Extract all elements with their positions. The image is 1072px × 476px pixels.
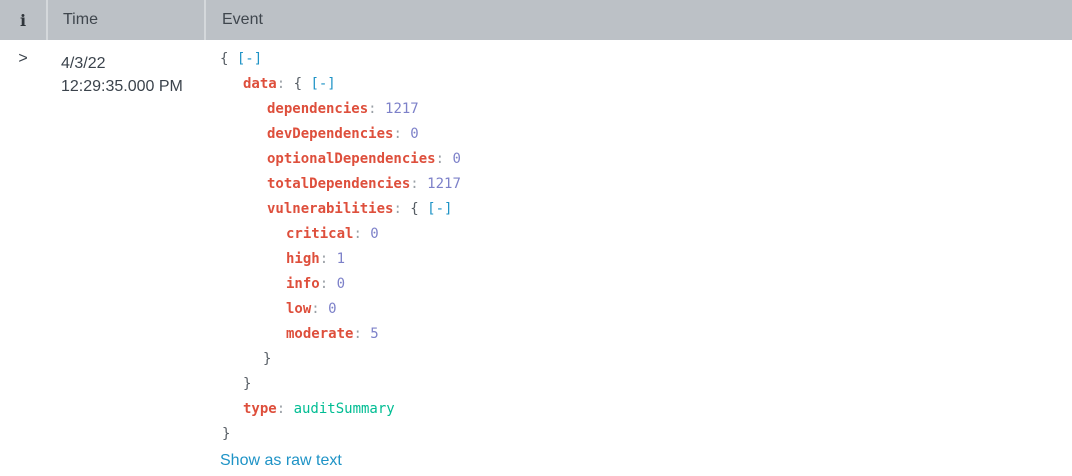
event-row: > 4/3/22 12:29:35.000 PM { [-]data: { [-…	[0, 40, 1072, 470]
json-punct: :	[353, 326, 371, 342]
json-value[interactable]: 0	[452, 151, 461, 167]
json-punct: }	[263, 351, 272, 367]
json-key: critical	[286, 226, 354, 242]
json-value[interactable]: 0	[370, 226, 379, 242]
json-key: moderate	[286, 326, 354, 342]
event-timestamp: 12:29:35.000 PM	[61, 78, 183, 95]
json-value[interactable]: 5	[370, 326, 379, 342]
json-punct: {	[220, 51, 237, 67]
json-line: info: 0	[220, 272, 1072, 297]
event-time-cell: 4/3/22 12:29:35.000 PM	[46, 40, 204, 98]
json-value[interactable]: 0	[410, 126, 419, 142]
json-line: dependencies: 1217	[220, 97, 1072, 122]
json-key: devDependencies	[267, 126, 394, 142]
json-key: info	[286, 276, 320, 292]
json-punct: :	[319, 276, 337, 292]
json-punct: }	[243, 376, 252, 392]
expand-chevron-icon[interactable]: >	[18, 50, 28, 67]
event-date: 4/3/22	[61, 55, 106, 72]
collapse-toggle[interactable]: [-]	[427, 201, 453, 217]
json-key: low	[286, 301, 312, 317]
json-line: optionalDependencies: 0	[220, 147, 1072, 172]
json-line: vulnerabilities: { [-]	[220, 197, 1072, 222]
json-line: low: 0	[220, 297, 1072, 322]
json-value[interactable]: 1217	[385, 101, 419, 117]
json-line: devDependencies: 0	[220, 122, 1072, 147]
json-punct: :	[276, 76, 294, 92]
table-body: > 4/3/22 12:29:35.000 PM { [-]data: { [-…	[0, 40, 1072, 470]
column-header-time: Time	[46, 0, 204, 40]
show-raw-text-link[interactable]: Show as raw text	[220, 452, 342, 469]
json-punct: :	[311, 301, 329, 317]
json-value[interactable]: 0	[328, 301, 337, 317]
json-line: totalDependencies: 1217	[220, 172, 1072, 197]
json-key: dependencies	[267, 101, 369, 117]
json-line: moderate: 5	[220, 322, 1072, 347]
column-header-info-icon: i	[19, 10, 27, 30]
json-value[interactable]: 1217	[427, 176, 461, 192]
json-value[interactable]: auditSummary	[293, 401, 395, 417]
json-punct: :	[353, 226, 371, 242]
json-punct: {	[410, 201, 428, 217]
column-header-event: Event	[204, 0, 1072, 40]
json-line: data: { [-]	[220, 72, 1072, 97]
table-header: i Time Event	[0, 0, 1072, 40]
json-line: }	[220, 372, 1072, 397]
json-key: totalDependencies	[267, 176, 411, 192]
json-punct: :	[319, 251, 337, 267]
json-line: type: auditSummary	[220, 397, 1072, 422]
json-punct: :	[393, 126, 411, 142]
json-line: critical: 0	[220, 222, 1072, 247]
json-punct: :	[368, 101, 386, 117]
json-punct: :	[276, 401, 294, 417]
json-key: type	[243, 401, 277, 417]
json-line: high: 1	[220, 247, 1072, 272]
json-punct: {	[293, 76, 311, 92]
json-punct: :	[435, 151, 453, 167]
json-line: }	[220, 347, 1072, 372]
json-punct: }	[222, 426, 231, 442]
json-key: optionalDependencies	[267, 151, 436, 167]
json-value[interactable]: 1	[336, 251, 346, 267]
json-key: data	[243, 76, 277, 92]
json-line: }	[220, 422, 1072, 447]
json-punct: :	[393, 201, 411, 217]
json-line: { [-]	[220, 47, 1072, 72]
collapse-toggle[interactable]: [-]	[236, 51, 263, 67]
collapse-toggle[interactable]: [-]	[310, 76, 336, 92]
json-punct: :	[410, 176, 428, 192]
json-key: high	[286, 251, 320, 267]
json-key: vulnerabilities	[267, 201, 394, 217]
json-value[interactable]: 0	[336, 276, 346, 292]
expander-cell: >	[0, 40, 46, 68]
